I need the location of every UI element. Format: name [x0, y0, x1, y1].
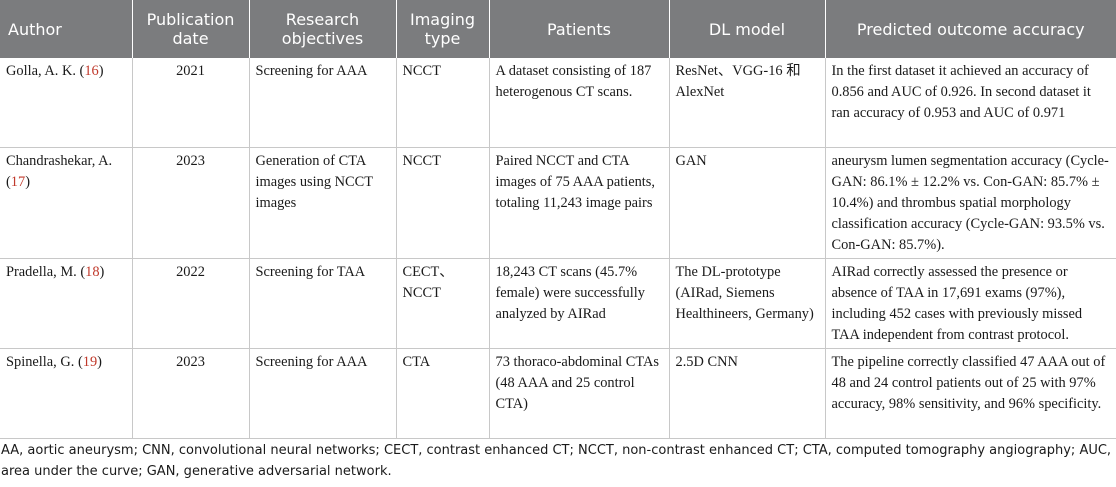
cell-imaging: NCCT — [396, 58, 490, 148]
table-row: Chandrashekar, A. (17) 2023 Generation o… — [0, 147, 1116, 259]
cell-date: 2022 — [132, 258, 250, 349]
cell-author: Pradella, M. (18) — [0, 258, 133, 349]
header-dl-model: DL model — [669, 0, 826, 58]
cell-imaging: NCCT — [396, 147, 490, 259]
author-close: ) — [98, 63, 104, 79]
author-close: ) — [25, 174, 30, 190]
cell-model: ResNet、VGG-16 和 AlexNet — [669, 58, 826, 148]
header-row: Author Publication date Research objecti… — [0, 0, 1116, 58]
cell-model: The DL-prototype (AIRad, Siemens Healthi… — [669, 258, 826, 349]
cell-author: Spinella, G. (19) — [0, 348, 133, 439]
cell-date: 2023 — [132, 147, 250, 259]
header-author: Author — [0, 0, 133, 58]
table-footnote: AA, aortic aneurysm; CNN, convolutional … — [1, 443, 1112, 479]
table-header: Author Publication date Research objecti… — [0, 0, 1116, 58]
reference-link[interactable]: 18 — [85, 264, 100, 280]
author-name: Spinella, G. ( — [6, 354, 83, 370]
table-row: Spinella, G. (19) 2023 Screening for AAA… — [0, 348, 1116, 439]
reference-link[interactable]: 17 — [10, 174, 26, 190]
cell-accuracy: The pipeline correctly classified 47 AAA… — [825, 348, 1116, 439]
table-container: Author Publication date Research objecti… — [0, 0, 1116, 439]
cell-patients: 18,243 CT scans (45.7% female) were succ… — [489, 258, 670, 349]
cell-accuracy: AIRad correctly assessed the presence or… — [825, 258, 1116, 349]
table-body: Golla, A. K. (16) 2021 Screening for AAA… — [0, 58, 1116, 439]
header-patients: Patients — [489, 0, 670, 58]
cell-author: Chandrashekar, A. (17) — [0, 147, 133, 259]
table-row: Golla, A. K. (16) 2021 Screening for AAA… — [0, 58, 1116, 148]
cell-objectives: Screening for AAA — [249, 58, 397, 148]
cell-patients: Paired NCCT and CTA images of 75 AAA pat… — [489, 147, 670, 259]
cell-author: Golla, A. K. (16) — [0, 58, 133, 148]
cell-imaging: CECT、NCCT — [396, 258, 490, 349]
cell-objectives: Screening for AAA — [249, 348, 397, 439]
cell-objectives: Generation of CTA images using NCCT imag… — [249, 147, 397, 259]
author-name: Golla, A. K. ( — [6, 63, 85, 79]
reference-link[interactable]: 16 — [84, 63, 99, 79]
cell-patients: 73 thoraco-abdominal CTAs (48 AAA and 25… — [489, 348, 670, 439]
cell-date: 2021 — [132, 58, 250, 148]
header-research-objectives: Research objectives — [249, 0, 397, 58]
cell-model: 2.5D CNN — [669, 348, 826, 439]
author-name: Pradella, M. ( — [6, 264, 86, 280]
author-close: ) — [99, 264, 105, 280]
author-name: Chandrashekar, A. ( — [6, 153, 113, 190]
reference-link[interactable]: 19 — [82, 354, 98, 370]
table-row: Pradella, M. (18) 2022 Screening for TAA… — [0, 258, 1116, 349]
author-close: ) — [97, 354, 102, 370]
cell-imaging: CTA — [396, 348, 490, 439]
cell-model: GAN — [669, 147, 826, 259]
cell-accuracy: aneurysm lumen segmentation accuracy (Cy… — [825, 147, 1116, 259]
cell-accuracy: In the first dataset it achieved an accu… — [825, 58, 1116, 148]
header-publication-date: Publication date — [132, 0, 250, 58]
header-predicted-outcome-accuracy: Predicted outcome accuracy — [825, 0, 1116, 58]
cell-objectives: Screening for TAA — [249, 258, 397, 349]
studies-table: Author Publication date Research objecti… — [0, 0, 1116, 439]
cell-date: 2023 — [132, 348, 250, 439]
header-imaging-type: Imaging type — [396, 0, 490, 58]
cell-patients: A dataset consisting of 187 heterogenous… — [489, 58, 670, 148]
